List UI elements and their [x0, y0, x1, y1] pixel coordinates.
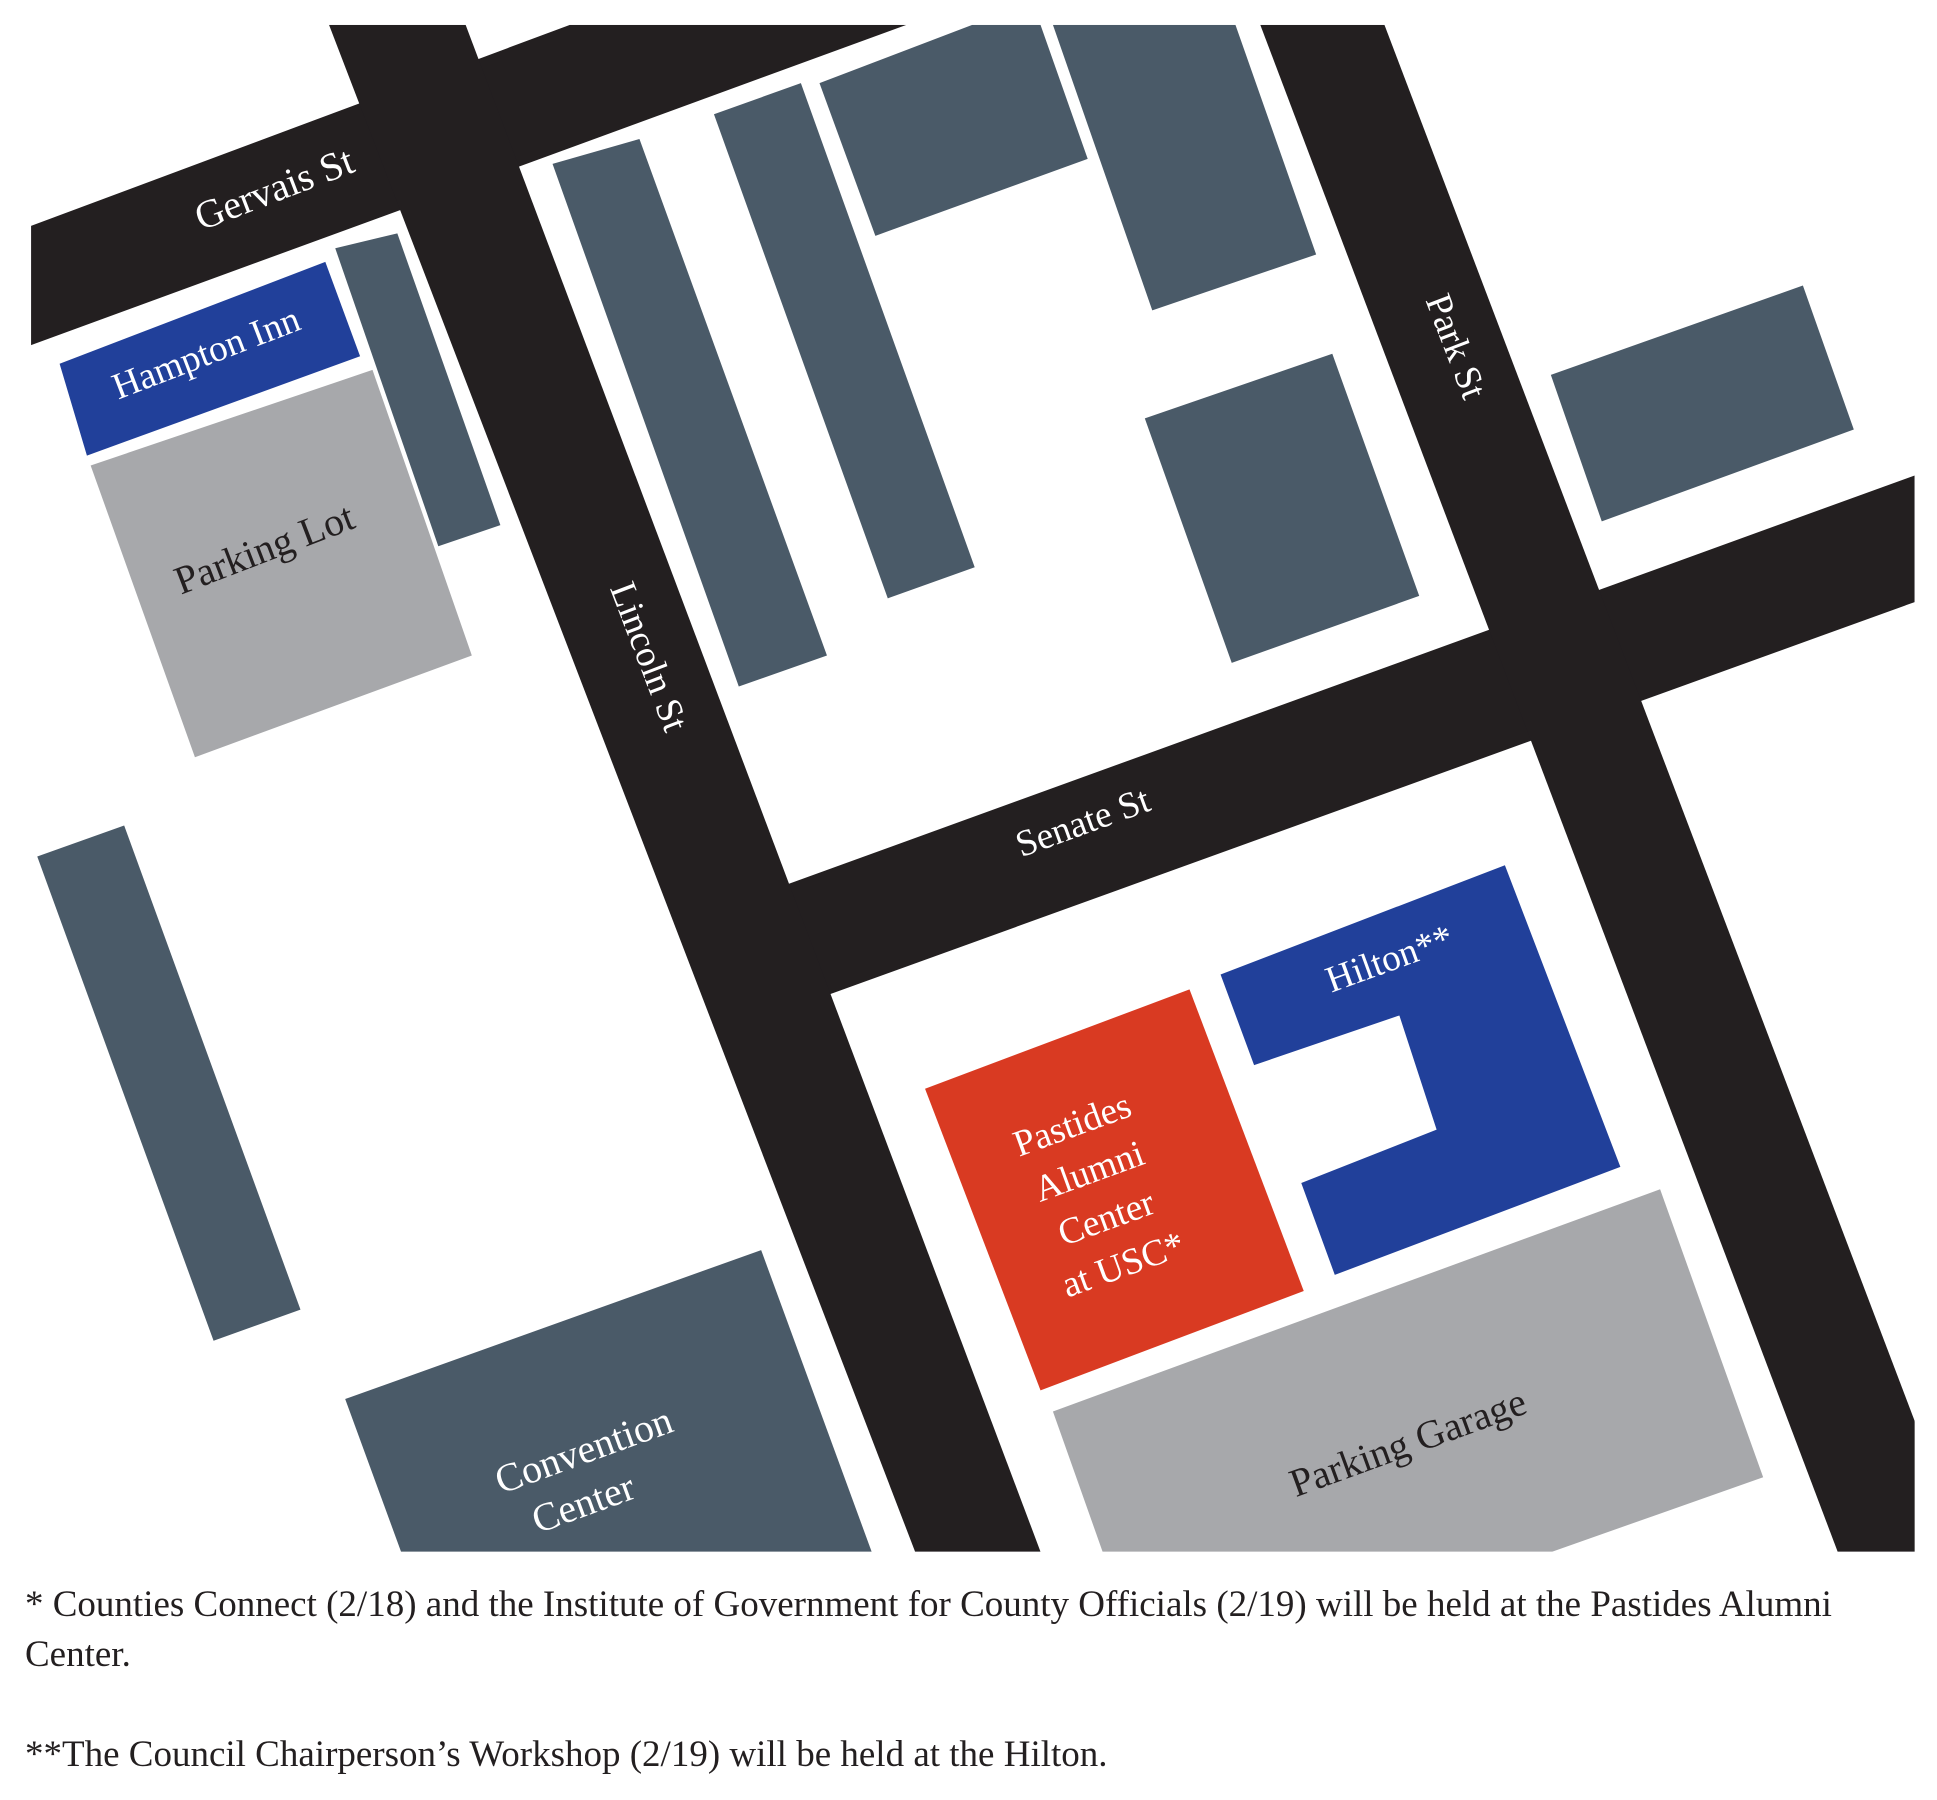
parking-garage[interactable] [1052, 1189, 1764, 1552]
building [819, 24, 1088, 236]
building [37, 825, 301, 1341]
convention-center[interactable] [345, 1250, 872, 1552]
building [1052, 24, 1317, 311]
footnote-single-star: * Counties Connect (2/18) and the Instit… [25, 1584, 1832, 1675]
building [552, 139, 827, 687]
building [1550, 285, 1854, 522]
lincoln-st [329, 24, 1041, 1552]
hilton[interactable] [1220, 865, 1621, 1275]
pastides-alumni-center[interactable] [925, 989, 1304, 1391]
park-st [1260, 24, 1915, 1552]
senate-st [720, 475, 1915, 1021]
building [335, 233, 501, 547]
hampton-inn[interactable] [59, 261, 361, 456]
footnote-double-star: **The Council Chairperson’s Workshop (2/… [25, 1734, 1108, 1775]
building [1144, 353, 1420, 663]
building [713, 83, 975, 599]
parking-lot[interactable] [90, 369, 472, 758]
